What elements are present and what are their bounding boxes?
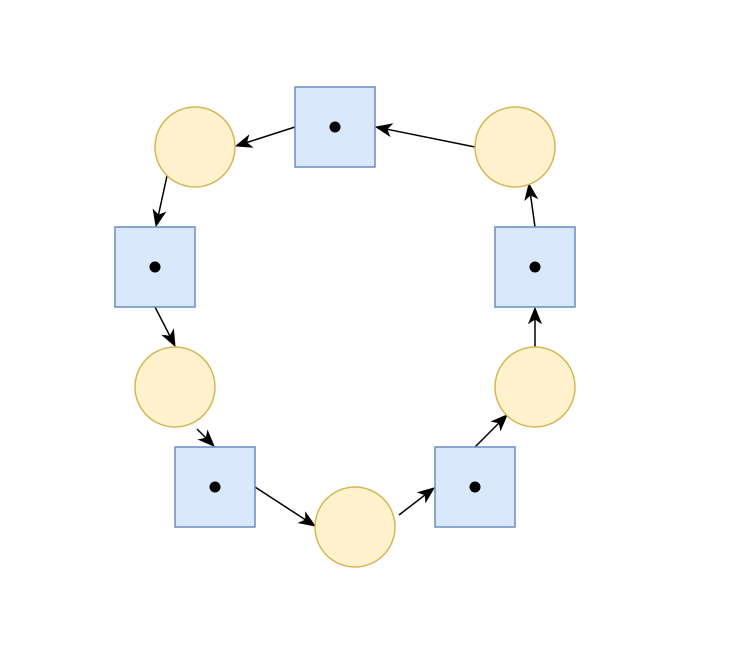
arrowhead [234, 134, 254, 148]
token-dot [529, 261, 541, 273]
circle-node [474, 106, 556, 188]
node-c-left[interactable] [134, 346, 216, 428]
edge-s-bottom-right-to-c-right [474, 414, 508, 448]
nodes-layer [114, 86, 576, 568]
edge-line [246, 126, 296, 144]
node-s-right-upper[interactable] [494, 226, 576, 308]
edge-line [386, 128, 476, 148]
node-c-right[interactable] [494, 346, 576, 428]
edges-layer [152, 123, 543, 527]
circle-node [134, 346, 216, 428]
arrowhead [374, 123, 394, 138]
edge-s-right-upper-to-c-top-right [524, 182, 539, 228]
token-dot [149, 261, 161, 273]
arrowhead [297, 511, 317, 527]
node-s-left-upper[interactable] [114, 226, 196, 308]
edge-line [529, 194, 536, 228]
node-s-top[interactable] [294, 86, 376, 168]
edge-line [157, 175, 168, 216]
edge-c-top-left-to-s-left-upper [152, 175, 168, 228]
edge-c-top-right-to-s-top [374, 123, 476, 148]
token-dot [469, 481, 481, 493]
edge-c-left-to-s-bottom-left [196, 428, 215, 447]
circle-node [154, 106, 236, 188]
edge-s-left-upper-to-c-left [154, 306, 176, 348]
node-s-bottom-left[interactable] [174, 446, 256, 528]
edge-line [474, 422, 500, 448]
arrowhead [161, 328, 176, 348]
edge-line [154, 306, 171, 337]
token-dot [209, 481, 221, 493]
edge-s-bottom-left-to-c-bottom [254, 486, 317, 527]
edge-line [398, 494, 426, 516]
edge-c-right-to-s-right-upper [527, 306, 543, 347]
edge-c-bottom-to-s-bottom-right [398, 487, 436, 516]
arrowhead [152, 208, 167, 228]
edge-line [254, 486, 307, 521]
node-s-bottom-right[interactable] [434, 446, 516, 528]
arrowhead [197, 429, 215, 447]
node-c-bottom[interactable] [314, 486, 396, 568]
token-dot [329, 121, 341, 133]
edge-s-top-to-c-top-left [234, 126, 296, 148]
arrowhead [490, 414, 508, 432]
circle-node [494, 346, 576, 428]
circle-node [314, 486, 396, 568]
node-c-top-right[interactable] [474, 106, 556, 188]
square-node [294, 86, 376, 168]
node-c-top-left[interactable] [154, 106, 236, 188]
arrowhead [524, 182, 539, 202]
arrowhead [527, 306, 543, 325]
arrowhead [416, 487, 436, 504]
edge-line [196, 428, 207, 439]
